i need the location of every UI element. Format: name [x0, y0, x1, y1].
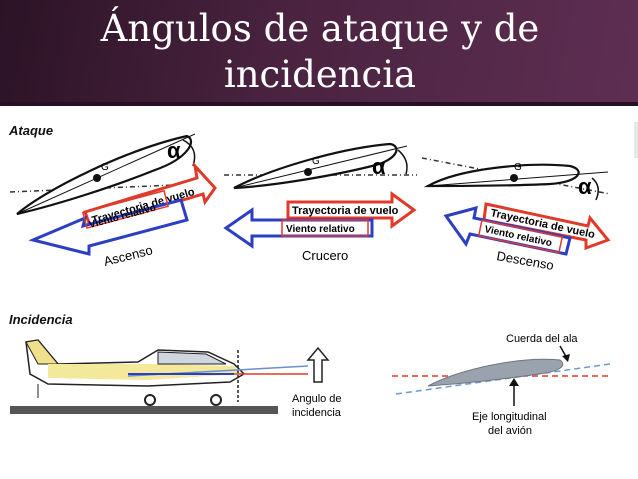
alpha-symbol: α	[372, 154, 386, 179]
chord-label: Cuerda del ala	[506, 333, 578, 345]
fuselage-paint	[48, 364, 240, 380]
chord-pointer-head	[562, 354, 570, 362]
wing-airfoil	[427, 358, 564, 387]
slide-title: Ángulos de ataque y de incidencia	[60, 6, 580, 98]
incidence-label: Incidencia	[9, 312, 73, 327]
phase-label: Ascenso	[102, 242, 154, 269]
phase-label: Crucero	[302, 248, 348, 263]
cg-point	[304, 168, 312, 176]
trajectory-label: Trayectoria de vuelo	[292, 205, 399, 217]
chord-line	[427, 171, 609, 187]
chord-line	[233, 145, 408, 189]
phase-label: Descenso	[495, 248, 555, 273]
airplane-incidence-diagram: Angulo de incidencia	[10, 339, 342, 419]
main-wheel	[144, 394, 156, 406]
attack-diagram-descent: G α Trayectoria de vuelo Viento relativo…	[421, 157, 611, 273]
wing-chord-line	[395, 363, 611, 395]
slide-edge	[634, 122, 638, 158]
cg-label: G	[514, 162, 522, 173]
wind-box	[281, 219, 369, 237]
alpha-symbol: α	[578, 174, 592, 199]
title-bar: Ángulos de ataque y de incidencia	[0, 0, 638, 106]
relative-wind-arrow	[223, 207, 374, 249]
wind-box	[477, 219, 564, 254]
axis-label-1: Eje longitudinal	[472, 411, 547, 423]
attack-diagram-ascent: G α Trayectoria de vuelo Viento relativo…	[9, 133, 217, 269]
cg-point	[510, 174, 518, 182]
incidence-label-2: incidencia	[292, 407, 342, 419]
cg-label: G	[101, 162, 109, 173]
incidence-label-1: Angulo de	[292, 393, 342, 405]
nose-wheel	[210, 394, 222, 406]
relative-wind-arrow	[443, 205, 572, 256]
alpha-symbol: α	[167, 138, 181, 163]
airfoil	[233, 142, 398, 190]
chord-line	[16, 133, 196, 215]
trajectory-arrow	[286, 191, 417, 229]
cabin-window	[157, 351, 227, 365]
angle-arc	[397, 149, 408, 175]
horizon-line	[9, 184, 176, 193]
pointer-arrow	[306, 346, 330, 383]
horizon-line	[421, 157, 611, 195]
wind-label: Viento relativo	[286, 224, 355, 235]
cg-label: G	[312, 156, 320, 167]
attack-label: Ataque	[9, 123, 54, 138]
title-line-2: incidencia	[223, 53, 417, 96]
angle-arc	[591, 177, 599, 201]
airfoil	[423, 163, 580, 188]
runway	[10, 406, 278, 414]
attack-diagram-cruise: G α Trayectoria de vuelo Viento relativo…	[223, 142, 417, 263]
cg-point	[93, 174, 101, 182]
axis-pointer-head	[509, 378, 519, 386]
axis-label-2: del avión	[488, 425, 532, 437]
wind-box	[81, 189, 170, 229]
title-line-1: Ángulos de ataque y de	[100, 7, 540, 50]
wing-section-diagram: Cuerda del ala Eje longitudinal del avió…	[392, 333, 611, 437]
